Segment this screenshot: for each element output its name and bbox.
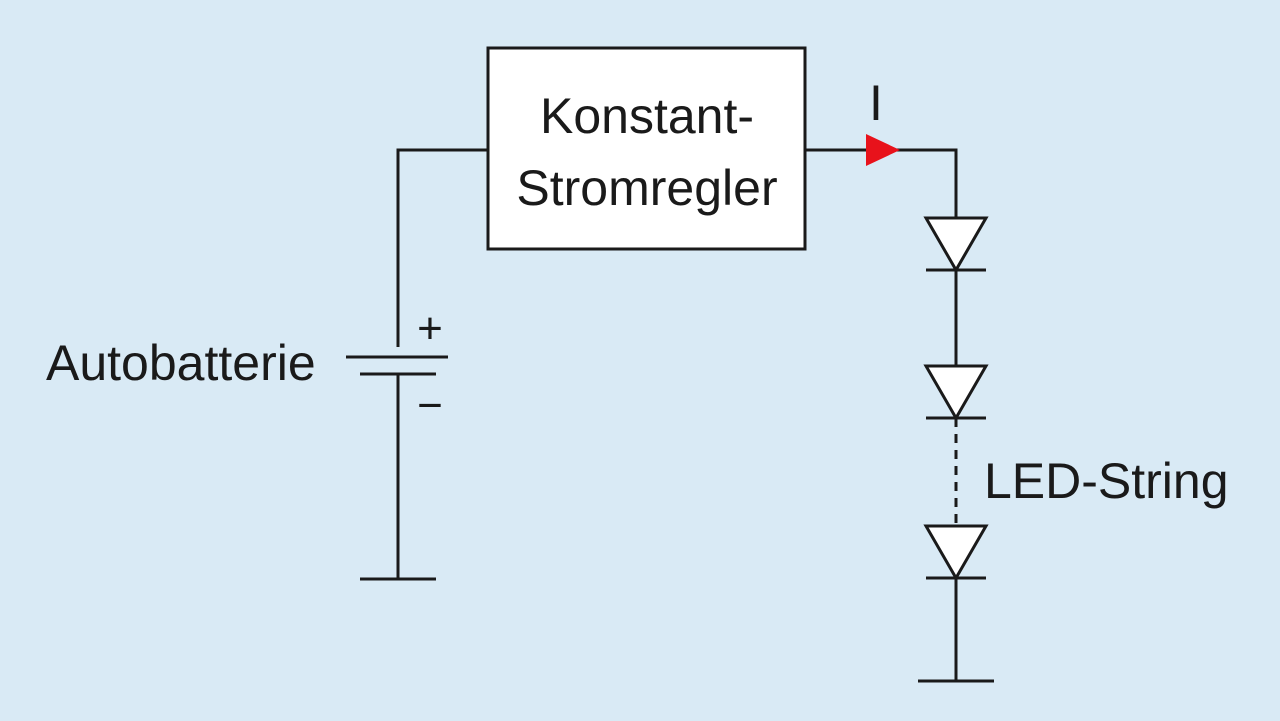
wire-regulator-to-led (805, 148, 958, 218)
led-1 (923, 216, 989, 274)
wire-regulator-to-battery (396, 148, 488, 347)
regulator-box (486, 46, 807, 251)
current-arrow (866, 134, 900, 166)
regulator-label-line2: Stromregler (516, 160, 777, 216)
led-2 (923, 364, 989, 422)
led-3 (923, 524, 989, 582)
battery-label: Autobatterie (46, 335, 316, 391)
led-string-label: LED-String (984, 453, 1229, 509)
current-label: I (869, 75, 883, 131)
battery-minus-sign: − (417, 381, 443, 430)
battery-plus-sign: + (417, 304, 443, 353)
regulator-label-line1: Konstant- (540, 88, 754, 144)
